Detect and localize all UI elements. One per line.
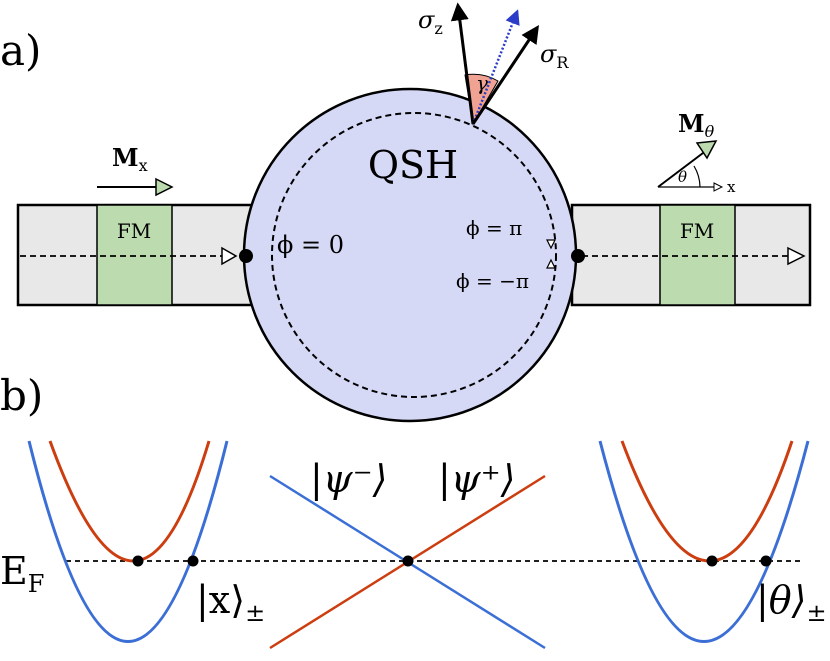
right-contact-dot xyxy=(571,249,585,263)
phase-pi-arrowhead xyxy=(546,239,556,250)
right-magnetization-arrowhead xyxy=(695,140,718,160)
right-magnetization-label: Mθ xyxy=(678,109,715,141)
panel-label-a: a) xyxy=(0,26,41,75)
theta-state-label: |θ⟩± xyxy=(756,578,827,627)
theta-state-symbol: |θ⟩ xyxy=(756,578,807,622)
gamma-wedge xyxy=(464,73,499,126)
right-lead-arrowhead xyxy=(787,246,806,266)
x-state-label: |x⟩± xyxy=(196,578,265,627)
right-magnetization-arrow xyxy=(657,152,704,188)
right-red-crossing-dot xyxy=(706,555,718,567)
right-magnetization-subscript: θ xyxy=(705,122,715,141)
left-ferromagnet xyxy=(96,204,173,306)
sigma-r-arrow xyxy=(471,25,539,125)
left-magnetization-symbol: M xyxy=(112,143,139,172)
left-magnetization-subscript: x xyxy=(139,156,148,175)
theta-state-subscript: ± xyxy=(807,599,827,627)
sigma-z-label: σz xyxy=(418,6,443,38)
spin-axes: γ σz σR xyxy=(418,2,569,126)
left-blue-band xyxy=(27,440,229,643)
left-red-band xyxy=(48,440,211,563)
fermi-symbol: E xyxy=(0,549,28,593)
phase-minus-pi-arrowhead xyxy=(546,258,556,269)
left-magnetization-label: Mx xyxy=(112,143,148,175)
sigma-mid-arrow xyxy=(471,9,520,125)
right-red-band xyxy=(620,440,794,563)
right-lead: FM xyxy=(570,203,812,307)
left-blue-crossing-dot xyxy=(187,555,199,567)
sigma-r-symbol: σ xyxy=(540,40,557,68)
right-ferromagnet xyxy=(659,204,736,306)
psi-plus-label: |ψ⁺⟩ xyxy=(438,457,515,501)
psi-minus-label: |ψ⁻⟩ xyxy=(310,457,387,501)
x-axis-label: x xyxy=(727,178,736,196)
left-magnetization: Mx xyxy=(97,143,174,197)
left-red-crossing-dot xyxy=(132,555,144,567)
x-axis-arrowhead xyxy=(713,182,724,192)
panel-label-b: b) xyxy=(0,371,43,420)
right-ferromagnet-label: FM xyxy=(680,219,714,243)
right-blue-band xyxy=(598,440,810,643)
dirac-point-dot xyxy=(402,555,414,567)
x-state-subscript: ± xyxy=(245,599,265,627)
left-contact-dot xyxy=(239,249,253,263)
fermi-label: EF xyxy=(0,549,44,598)
phase-pi-label: ϕ = π xyxy=(466,216,522,240)
sigma-r-subscript: R xyxy=(556,53,569,72)
theta-label: θ xyxy=(678,168,687,186)
theta-arc xyxy=(693,165,701,188)
right-blue-crossing-dot xyxy=(760,555,772,567)
left-lead-arrowhead xyxy=(221,246,238,266)
sigma-z-subscript: z xyxy=(434,19,442,38)
left-ferromagnet-label: FM xyxy=(117,219,151,243)
right-magnetization-symbol: M xyxy=(678,109,705,138)
x-state-symbol: |x⟩ xyxy=(196,578,245,622)
phase-minus-pi-label: ϕ = −π xyxy=(456,269,529,293)
right-magnetization: Mθ θ x xyxy=(657,109,736,196)
sigma-r-label: σR xyxy=(540,40,569,72)
edge-state-path xyxy=(271,112,557,398)
left-lead: FM xyxy=(16,203,260,307)
phase-zero-label: ϕ = 0 xyxy=(277,231,344,259)
qsh-label: QSH xyxy=(368,143,458,187)
left-magnetization-arrowhead xyxy=(155,177,174,197)
gamma-label: γ xyxy=(476,71,488,95)
sigma-z-arrow xyxy=(450,2,475,125)
sigma-z-symbol: σ xyxy=(418,6,435,34)
fermi-subscript: F xyxy=(28,570,45,598)
